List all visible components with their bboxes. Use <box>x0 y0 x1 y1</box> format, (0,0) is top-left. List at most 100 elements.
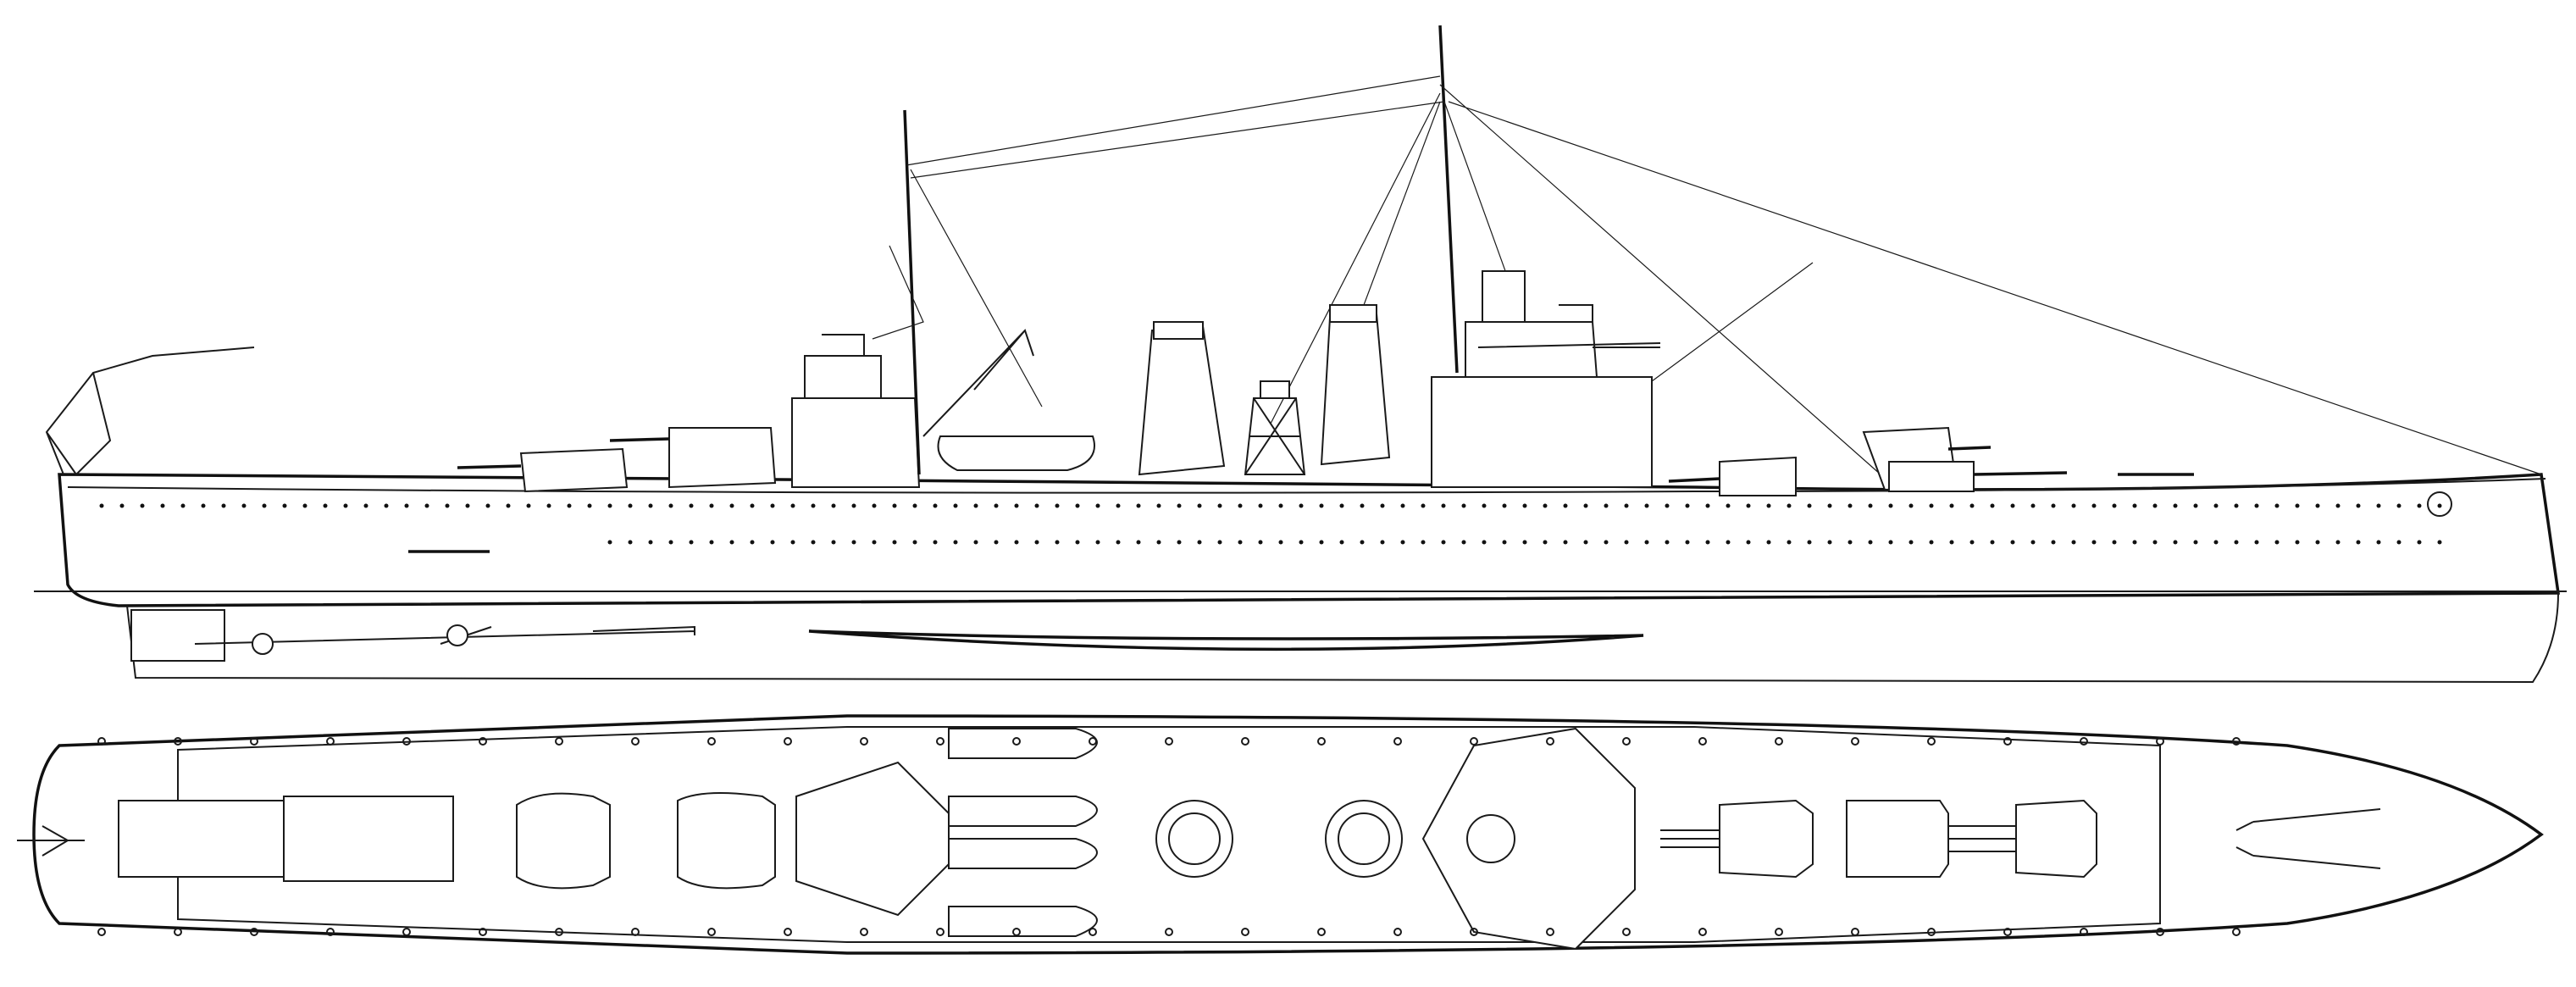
bow-tip <box>2235 821 2254 857</box>
porthole <box>1360 540 1365 545</box>
porthole <box>1258 540 1263 545</box>
porthole <box>404 503 409 508</box>
deck-fitting <box>1927 737 1936 746</box>
porthole <box>2295 540 2300 545</box>
porthole <box>953 540 958 545</box>
deck-fitting <box>1470 737 1478 746</box>
porthole <box>180 503 186 508</box>
porthole <box>1990 503 1995 508</box>
porthole <box>1055 540 1060 545</box>
porthole <box>1868 503 1873 508</box>
deck-fitting <box>631 737 640 746</box>
gun-barrel <box>457 464 522 469</box>
porthole <box>872 503 877 508</box>
porthole <box>1827 540 1832 545</box>
deck-fitting <box>2080 928 2088 936</box>
porthole <box>1441 503 1446 508</box>
porthole <box>689 503 694 508</box>
deck-fitting <box>2080 737 2088 746</box>
porthole <box>1360 503 1365 508</box>
porthole <box>750 540 755 545</box>
porthole <box>1095 503 1100 508</box>
porthole <box>1583 540 1588 545</box>
deck-fitting <box>479 928 487 936</box>
deck-fitting <box>1012 737 1021 746</box>
porthole <box>933 503 938 508</box>
deck-fitting <box>2003 928 2012 936</box>
propeller <box>446 624 468 646</box>
porthole <box>1421 540 1426 545</box>
turret-plan <box>1846 800 1949 878</box>
porthole <box>1299 503 1304 508</box>
porthole <box>648 540 653 545</box>
deck-fitting <box>936 928 945 936</box>
porthole <box>2112 540 2117 545</box>
porthole <box>2335 503 2341 508</box>
deck-fitting <box>631 928 640 936</box>
deck-fitting <box>326 737 335 746</box>
porthole <box>1095 540 1100 545</box>
porthole <box>2356 503 2361 508</box>
porthole <box>831 503 836 508</box>
porthole <box>2193 540 2198 545</box>
porthole <box>2051 540 2056 545</box>
porthole <box>709 540 714 545</box>
porthole <box>2376 503 2381 508</box>
porthole <box>1929 540 1934 545</box>
porthole <box>1278 503 1283 508</box>
porthole <box>1787 503 1792 508</box>
deck-fitting <box>2003 737 2012 746</box>
porthole <box>1014 503 1019 508</box>
porthole <box>729 540 734 545</box>
porthole <box>689 540 694 545</box>
porthole <box>1400 540 1405 545</box>
porthole <box>2193 503 2198 508</box>
deck-fitting <box>860 737 868 746</box>
porthole <box>892 540 897 545</box>
porthole <box>526 503 531 508</box>
porthole <box>221 503 226 508</box>
bridge-upper <box>1465 321 1598 378</box>
deck-fitting <box>1393 737 1402 746</box>
searchlight-tower <box>1244 397 1306 475</box>
porthole <box>628 503 633 508</box>
turret-fwd-lower <box>1719 456 1797 496</box>
porthole <box>831 540 836 545</box>
propeller <box>252 633 274 655</box>
porthole <box>587 503 592 508</box>
aft-funnel-cap <box>1153 321 1204 340</box>
deck-fitting <box>479 737 487 746</box>
porthole <box>2417 503 2422 508</box>
porthole <box>790 540 795 545</box>
porthole <box>2356 540 2361 545</box>
aft-funnel <box>1138 324 1226 476</box>
porthole <box>994 503 999 508</box>
aft-superstructure-plan <box>795 761 950 917</box>
stern-tip <box>17 825 85 857</box>
porthole <box>2132 540 2137 545</box>
anchor <box>2427 491 2452 517</box>
deck-fitting <box>1622 737 1631 746</box>
boat-crane <box>922 329 1034 437</box>
boat-plan <box>948 838 1098 869</box>
porthole <box>343 503 348 508</box>
porthole <box>546 503 551 508</box>
porthole <box>851 503 856 508</box>
porthole <box>2173 503 2178 508</box>
porthole <box>607 503 612 508</box>
porthole <box>2030 540 2036 545</box>
aft-superstructure <box>791 397 921 488</box>
porthole <box>2112 503 2117 508</box>
deck-fitting <box>1317 737 1326 746</box>
porthole <box>994 540 999 545</box>
porthole <box>1908 540 1914 545</box>
aft-bridge <box>804 334 882 399</box>
deck-fitting <box>250 928 258 936</box>
porthole <box>1339 540 1344 545</box>
porthole <box>1665 540 1670 545</box>
porthole <box>1787 540 1792 545</box>
porthole <box>2071 540 2076 545</box>
porthole <box>1624 503 1629 508</box>
deck-fitting <box>1393 928 1402 936</box>
